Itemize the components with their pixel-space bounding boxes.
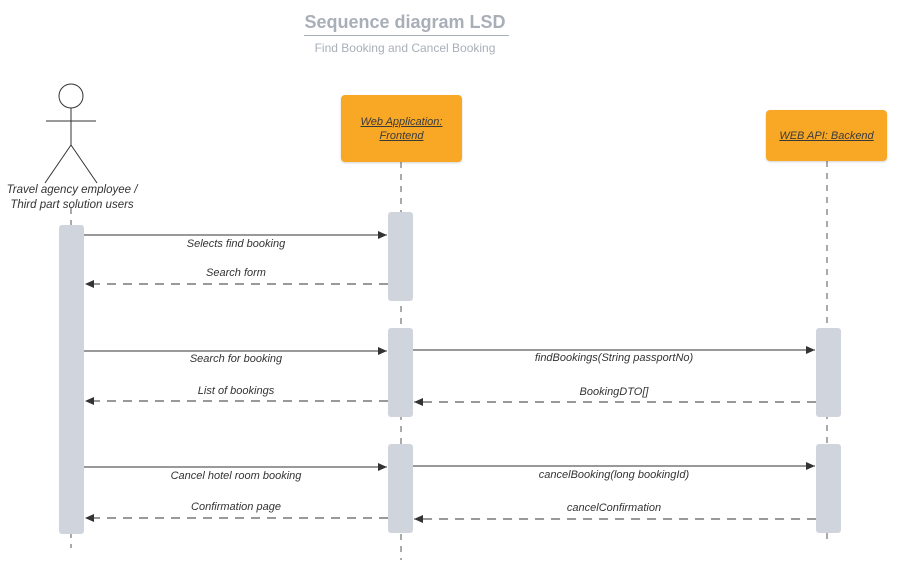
frontend-participant-box: Web Application: Frontend xyxy=(341,95,462,162)
frontend-activation-bar xyxy=(388,444,413,533)
actor-label-line: Travel agency employee / xyxy=(6,184,138,196)
actor-activation-bar xyxy=(59,225,84,534)
message-label: List of bookings xyxy=(198,385,275,397)
message-label: findBookings(String passportNo) xyxy=(535,352,694,364)
message-label: cancelConfirmation xyxy=(567,502,661,514)
diagram-subtitle: Find Booking and Cancel Booking xyxy=(314,41,496,55)
frontend-activation-bar xyxy=(388,328,413,417)
title-underline xyxy=(304,35,509,36)
backend-activation-bar xyxy=(816,328,841,417)
message-label: Search form xyxy=(206,267,266,279)
message-label: Selects find booking xyxy=(187,238,286,250)
participant-label: WEB API: Backend xyxy=(779,129,874,142)
diagram-title: Sequence diagram LSD xyxy=(304,12,506,32)
backend-activation-bar xyxy=(816,444,841,533)
actor-label: Travel agency employee / Third part solu… xyxy=(0,183,144,213)
participant-label: Frontend xyxy=(379,129,424,142)
actor-label-line: Third part solution users xyxy=(10,199,134,211)
participant-label: Web Application: xyxy=(360,115,443,128)
frontend-activation-bar xyxy=(388,212,413,301)
backend-participant-box: WEB API: Backend xyxy=(766,110,887,161)
message-label: Confirmation page xyxy=(191,501,281,513)
message-label: Cancel hotel room booking xyxy=(171,470,303,482)
message-label: BookingDTO[] xyxy=(580,386,650,398)
actor-stick-figure-icon xyxy=(44,83,98,184)
message-label: cancelBooking(long bookingId) xyxy=(539,469,690,481)
message-label: Search for booking xyxy=(190,353,283,365)
